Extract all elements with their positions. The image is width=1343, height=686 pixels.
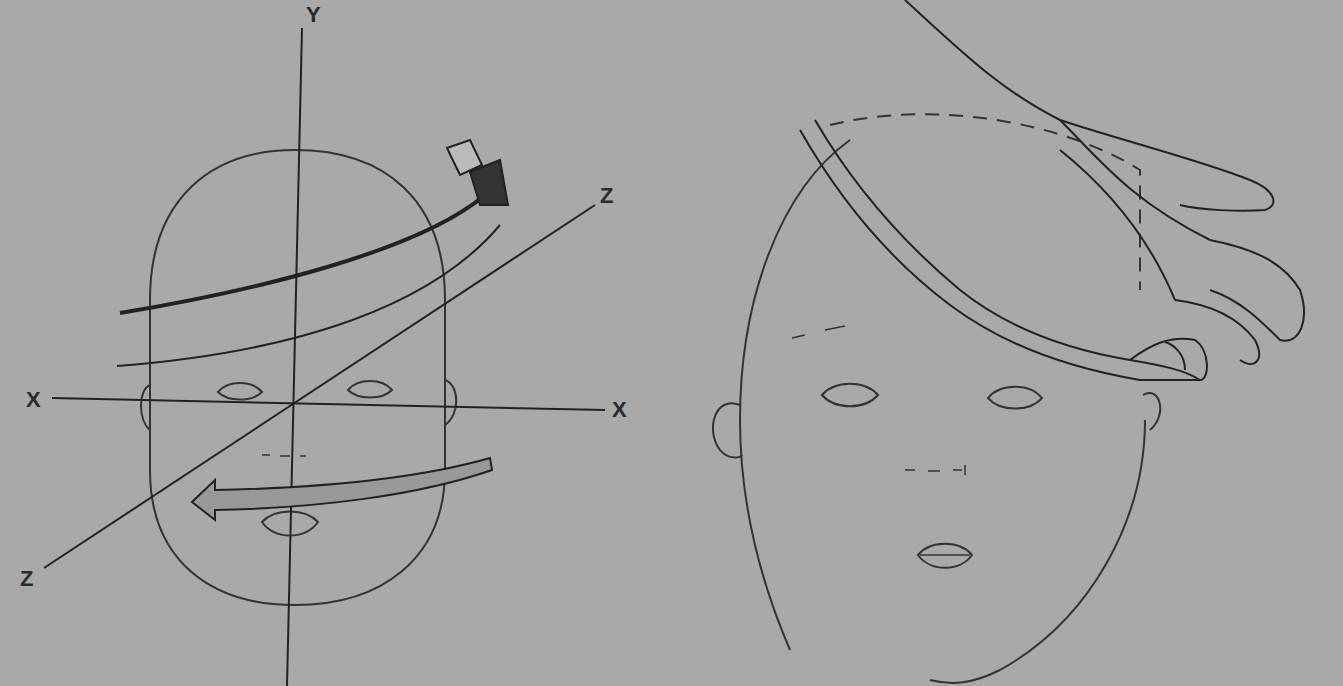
thumbnail: [1165, 342, 1185, 370]
mouth-line: [920, 554, 970, 556]
mouth: [918, 544, 972, 568]
ear: [141, 385, 150, 430]
eye: [348, 381, 392, 398]
axis-label: X: [612, 399, 627, 421]
arrow-head: [447, 140, 482, 175]
rotation-arrows: [117, 140, 508, 520]
nose: [905, 465, 965, 475]
axes: [44, 28, 605, 686]
axis-label: X: [26, 389, 41, 411]
eye: [988, 387, 1042, 409]
finger: [1175, 300, 1259, 364]
axis-label: Y: [306, 4, 321, 26]
axis-label: Z: [600, 185, 613, 207]
nose: [262, 455, 306, 456]
axis-label: Z: [20, 568, 33, 590]
ear: [445, 380, 456, 425]
x-axis: [52, 398, 605, 410]
ear: [1143, 393, 1160, 430]
finger: [1060, 150, 1175, 300]
y-axis: [287, 28, 302, 686]
rotation-arrow: [117, 225, 500, 366]
head-outline: [930, 420, 1145, 683]
eye: [218, 383, 262, 400]
hand: [800, 0, 1304, 380]
rotation-arrow: [120, 195, 485, 313]
z-axis: [44, 205, 595, 568]
ear: [713, 403, 742, 457]
finger: [1210, 240, 1304, 341]
brow: [792, 326, 845, 338]
head-outline: [740, 140, 850, 650]
hidden-contour: [830, 114, 1140, 290]
hand-outline: [905, 0, 1273, 211]
finger: [1060, 120, 1210, 240]
rotation-arrow: [192, 458, 492, 520]
thumb-edge: [800, 130, 1200, 380]
right-head: [713, 114, 1160, 683]
eye: [822, 384, 878, 407]
